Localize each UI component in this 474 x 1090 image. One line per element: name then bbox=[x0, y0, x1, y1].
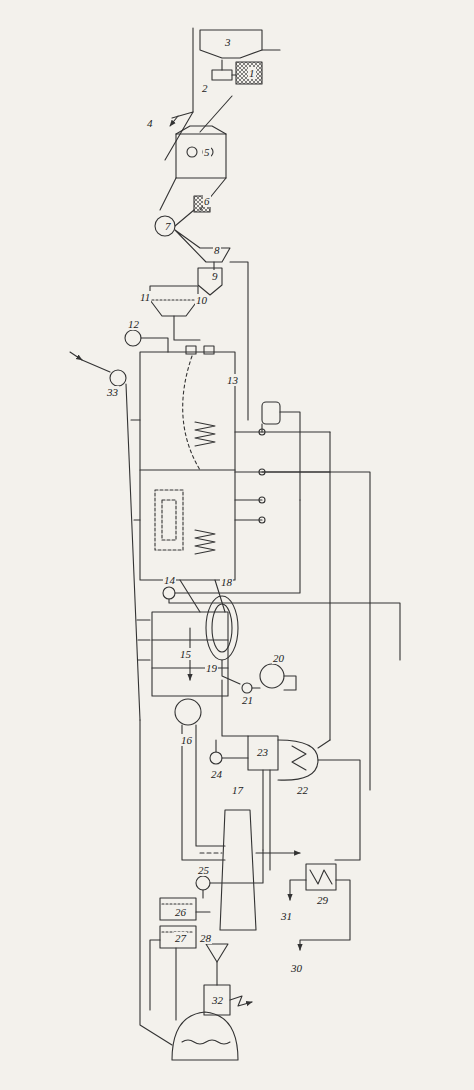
callout-number: 3 bbox=[224, 36, 232, 48]
callout-number: 25 bbox=[197, 864, 210, 876]
callout-number: 32 bbox=[211, 994, 224, 1006]
callout-number: 15 bbox=[179, 648, 192, 660]
callout-number: 11 bbox=[139, 291, 151, 303]
callout-number: 17 bbox=[231, 784, 244, 796]
callout-number: 16 bbox=[180, 734, 193, 746]
callout-number: 7 bbox=[164, 220, 172, 232]
callout-number: 27 bbox=[174, 932, 187, 944]
callout-number: 14 bbox=[163, 574, 176, 586]
callout-number: 5 bbox=[203, 146, 211, 158]
callout-number: 21 bbox=[241, 694, 254, 706]
callout-number: 19 bbox=[205, 662, 218, 674]
callout-number: 4 bbox=[146, 117, 154, 129]
callout-number: 9 bbox=[211, 270, 219, 282]
callout-number: 13 bbox=[226, 374, 239, 386]
callout-number: 30 bbox=[290, 962, 303, 974]
callout-number: 26 bbox=[174, 906, 187, 918]
callout-number: 33 bbox=[106, 386, 119, 398]
callout-number: 29 bbox=[316, 894, 329, 906]
callout-number: 24 bbox=[210, 768, 223, 780]
callout-number: 31 bbox=[280, 910, 293, 922]
callout-number: 23 bbox=[256, 746, 269, 758]
callout-number: 8 bbox=[213, 244, 221, 256]
callout-number: 28 bbox=[199, 932, 212, 944]
callout-number: 1 bbox=[248, 67, 256, 79]
callout-number: 18 bbox=[220, 576, 233, 588]
callout-number: 10 bbox=[195, 294, 208, 306]
callout-number: 12 bbox=[127, 318, 140, 330]
callout-number: 2 bbox=[201, 82, 209, 94]
callout-number: 20 bbox=[272, 652, 285, 664]
callout-number: 22 bbox=[296, 784, 309, 796]
callout-number: 6 bbox=[203, 195, 211, 207]
